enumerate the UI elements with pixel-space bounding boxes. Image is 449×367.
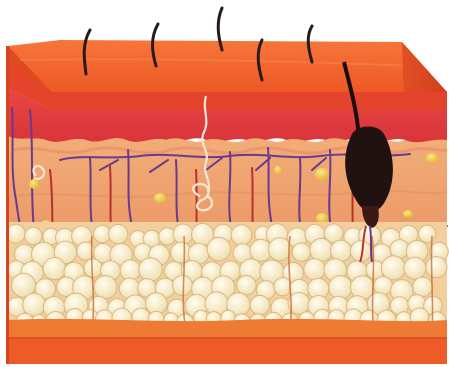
- fat-cell: [237, 276, 256, 295]
- fat-cell: [23, 293, 46, 316]
- fat-cell: [173, 224, 193, 244]
- fat-cell: [94, 276, 117, 299]
- fat-cell: [109, 224, 128, 243]
- fat-cell: [304, 259, 325, 280]
- fat-cell: [330, 240, 351, 261]
- fat-cell: [173, 275, 193, 295]
- fat-cell: [329, 276, 352, 299]
- hypodermis-fat-layer: [6, 222, 448, 336]
- fat-cell: [413, 277, 433, 297]
- left-edge: [6, 46, 9, 364]
- fat-cell: [120, 260, 141, 281]
- fascia-layer: [8, 319, 447, 364]
- fat-cell: [268, 238, 291, 261]
- fat-cell: [426, 257, 447, 278]
- fat-cell: [292, 243, 310, 261]
- fat-cell: [250, 295, 269, 314]
- fat-cell: [231, 225, 252, 246]
- fat-cell: [84, 259, 102, 277]
- fat-cell: [207, 237, 230, 260]
- fat-cell: [310, 238, 333, 261]
- fat-cells: [6, 223, 448, 331]
- fat-cell: [419, 225, 436, 242]
- fat-cell: [139, 258, 162, 281]
- fat-cell: [404, 257, 426, 279]
- fat-cell: [6, 224, 25, 243]
- fat-cell: [25, 227, 42, 244]
- fat-cell: [43, 257, 65, 279]
